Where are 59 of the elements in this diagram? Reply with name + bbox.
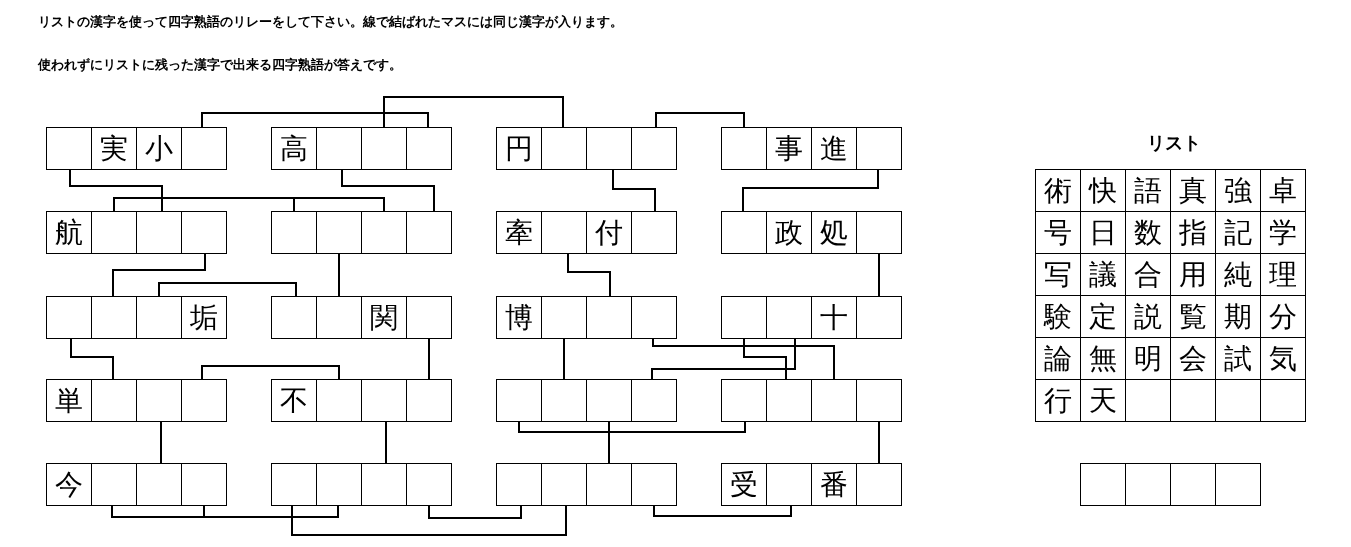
kanji-cell: 実 xyxy=(91,127,137,170)
list-heading: リスト xyxy=(1146,131,1202,155)
connector-line xyxy=(743,337,787,380)
connector-line xyxy=(111,504,205,518)
list-kanji-cell: 術 xyxy=(1035,169,1081,212)
connector-line xyxy=(742,168,879,212)
kanji-cell: 博 xyxy=(496,296,542,339)
kanji-cell: 円 xyxy=(496,127,542,170)
kanji-cell: 牽 xyxy=(496,211,542,254)
kanji-cell: 関 xyxy=(361,296,407,339)
kanji-cell: 小 xyxy=(136,127,182,170)
connector-line xyxy=(291,504,567,536)
answer-box xyxy=(1080,463,1126,506)
connector-line xyxy=(341,168,435,212)
connector-line xyxy=(158,282,297,297)
connector-line xyxy=(567,252,611,297)
connector-line xyxy=(608,420,610,464)
kanji-cell: 今 xyxy=(46,463,92,506)
connector-line xyxy=(385,420,387,464)
kanji-cell: 付 xyxy=(586,211,632,254)
kanji-cell: 政 xyxy=(766,211,812,254)
answer-box xyxy=(1170,463,1216,506)
kanji-cell: 高 xyxy=(271,127,317,170)
kanji-cell: 十 xyxy=(811,296,857,339)
connector-line xyxy=(113,197,295,212)
connector-line xyxy=(112,252,206,297)
kanji-cell: 単 xyxy=(46,379,92,422)
connector-line xyxy=(428,337,430,380)
connector-line xyxy=(655,112,745,128)
connector-line xyxy=(69,168,163,212)
connector-line xyxy=(160,420,162,464)
kanji-cell: 事 xyxy=(766,127,812,170)
kanji-cell: 受 xyxy=(721,463,767,506)
connector-line xyxy=(201,365,340,380)
list-kanji-cell: 卓 xyxy=(1260,169,1306,212)
kanji-cell: 番 xyxy=(811,463,857,506)
connector-line xyxy=(612,168,656,212)
answer-box xyxy=(1215,463,1261,506)
instruction-text: 使われずにリストに残った漢字で出来る四字熟語が答えです。 xyxy=(38,56,402,74)
connector-line xyxy=(563,337,565,380)
connector-line xyxy=(428,504,522,519)
connector-line xyxy=(653,504,792,517)
connector-line xyxy=(518,420,746,433)
list-kanji-cell: 行 xyxy=(1035,379,1081,422)
kanji-cell: 航 xyxy=(46,211,92,254)
kanji-cell: 不 xyxy=(271,379,317,422)
instruction-text: リストの漢字を使って四字熟語のリレーをして下さい。線で結ばれたマスには同じ漢字が入ります。 xyxy=(38,13,623,31)
connector-line xyxy=(201,112,429,128)
connector-line xyxy=(383,96,564,128)
answer-box xyxy=(1125,463,1171,506)
connector-line xyxy=(70,337,114,380)
connector-line xyxy=(878,420,880,464)
connector-line xyxy=(652,337,835,380)
connector-line xyxy=(293,197,385,212)
connector-line xyxy=(651,337,796,380)
connector-line xyxy=(203,504,339,518)
kanji-cell: 垢 xyxy=(181,296,227,339)
kanji-cell: 進 xyxy=(811,127,857,170)
kanji-cell: 処 xyxy=(811,211,857,254)
